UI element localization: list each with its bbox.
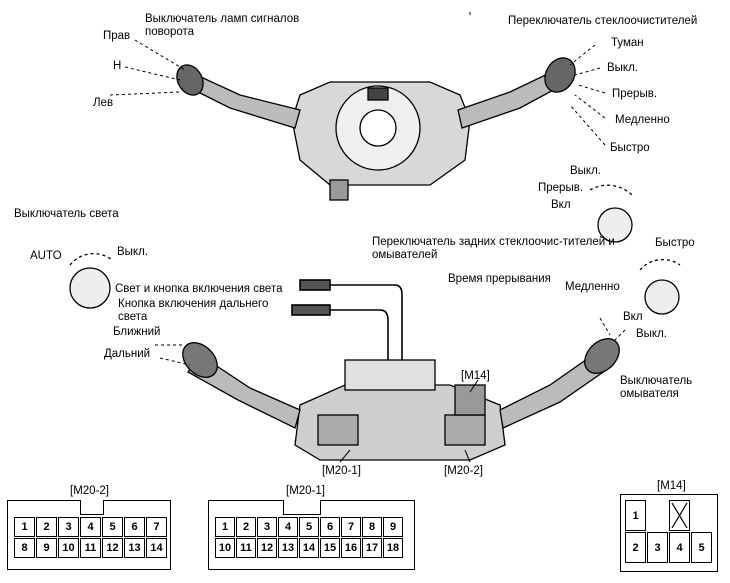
pin: 5 bbox=[691, 532, 712, 563]
m20-1-callout: [M20-1] bbox=[322, 465, 361, 477]
pin: 3 bbox=[647, 532, 668, 563]
pin: 10 bbox=[58, 538, 79, 558]
wiper-stalk bbox=[457, 57, 576, 129]
pin: 10 bbox=[215, 538, 235, 558]
bottom-switch-body bbox=[294, 359, 506, 461]
pin: 9 bbox=[36, 538, 57, 558]
pin: 4 bbox=[278, 517, 298, 537]
pin: 18 bbox=[383, 538, 403, 558]
pin: 13 bbox=[278, 538, 298, 558]
connector-m14-title: [M14] bbox=[657, 480, 686, 492]
wire-harness bbox=[291, 279, 403, 365]
pin: 4 bbox=[669, 532, 690, 563]
wiper-off-label: Выкл. bbox=[607, 62, 639, 74]
m20-2-callout: [M20-2] bbox=[444, 465, 483, 477]
washer-switch-label: Выключатель омывателя bbox=[620, 375, 693, 400]
connector-m20-1-title: [M20-1] bbox=[286, 485, 325, 497]
pin: 11 bbox=[80, 538, 101, 558]
pin: 12 bbox=[257, 538, 277, 558]
pin-empty bbox=[647, 500, 668, 531]
washer-stalk bbox=[499, 338, 620, 429]
pin: 2 bbox=[236, 517, 256, 537]
washer-on-label: Вкл bbox=[623, 311, 643, 323]
pin: 12 bbox=[102, 538, 123, 558]
fog-label: Туман bbox=[611, 37, 644, 49]
pin: 6 bbox=[124, 517, 145, 537]
interval-fast-label: Быстро bbox=[655, 237, 695, 249]
rear-intermittent-label: Прерыв. bbox=[538, 182, 584, 194]
pin: 1 bbox=[625, 500, 646, 531]
pin: 14 bbox=[146, 538, 167, 558]
pin: 13 bbox=[124, 538, 145, 558]
pin: 8 bbox=[362, 517, 382, 537]
light-switch-label: Выключатель света bbox=[14, 208, 119, 220]
connector-m20-2: 1 2 3 4 5 6 7 8 9 10 11 12 13 14 bbox=[7, 500, 171, 570]
rear-on-label: Вкл bbox=[551, 199, 571, 211]
x-mark-icon bbox=[671, 502, 688, 529]
light-off-label: Выкл. bbox=[117, 246, 149, 258]
neutral-position-label: Н bbox=[113, 60, 122, 72]
pin: 1 bbox=[14, 517, 35, 537]
pin: 5 bbox=[299, 517, 319, 537]
wiper-slow-label: Медленно bbox=[615, 114, 670, 126]
left-position-label: Лев bbox=[93, 97, 114, 109]
pin: 7 bbox=[341, 517, 361, 537]
rear-off-label: Выкл. bbox=[570, 165, 602, 177]
connector-m20-1: 1 2 3 4 5 6 7 8 9 10 11 12 13 14 15 16 1… bbox=[208, 500, 415, 570]
pin-blocked bbox=[669, 500, 690, 531]
connector-key bbox=[283, 500, 321, 515]
right-position-label: Прав bbox=[103, 30, 131, 42]
low-beam-label: Ближний bbox=[113, 326, 161, 338]
wiper-fast-label: Быстро bbox=[610, 142, 650, 154]
pin: 15 bbox=[320, 538, 340, 558]
pin: 11 bbox=[236, 538, 256, 558]
pin: 6 bbox=[320, 517, 340, 537]
connector-key bbox=[80, 500, 104, 515]
pin: 9 bbox=[383, 517, 403, 537]
auto-label: AUTO bbox=[30, 250, 62, 262]
pin: 8 bbox=[14, 538, 35, 558]
light-button-label: Свет и кнопка включения света bbox=[115, 283, 283, 295]
m14-callout: [M14] bbox=[461, 370, 490, 382]
pin: 17 bbox=[362, 538, 382, 558]
pin: 1 bbox=[215, 517, 235, 537]
turn-signal-stalk bbox=[176, 64, 301, 129]
pin: 3 bbox=[58, 517, 79, 537]
rear-wiper-knob bbox=[589, 184, 633, 243]
pin: 14 bbox=[299, 538, 319, 558]
pin-empty bbox=[691, 500, 712, 531]
high-beam-button-label: Кнопка включения дальнего света bbox=[118, 298, 269, 323]
interval-slow-label: Медленно bbox=[565, 281, 620, 293]
pin: 3 bbox=[257, 517, 277, 537]
pin: 2 bbox=[625, 532, 646, 563]
connector-m20-2-title: [M20-2] bbox=[70, 485, 109, 497]
interval-time-label: Время прерывания bbox=[448, 273, 551, 285]
pin: 4 bbox=[80, 517, 101, 537]
rear-wiper-switch-label: Переключатель задних стеклоочис-тителей … bbox=[372, 236, 615, 261]
headlight-stalk bbox=[182, 342, 301, 429]
washer-off-label: Выкл. bbox=[636, 328, 668, 340]
turn-signal-switch-label: Выключатель ламп сигналов поворота bbox=[145, 13, 300, 38]
pin: 16 bbox=[341, 538, 361, 558]
pin: 7 bbox=[146, 517, 167, 537]
high-beam-label: Дальний bbox=[104, 348, 151, 360]
wiper-intermittent-label: Прерыв. bbox=[612, 88, 658, 100]
light-switch-knob bbox=[69, 253, 113, 309]
pin: 2 bbox=[36, 517, 57, 537]
interval-knob bbox=[639, 258, 681, 315]
pin: 5 bbox=[102, 517, 123, 537]
wiper-switch-label: Переключатель стеклоочистителей bbox=[508, 15, 698, 27]
top-switch-body bbox=[291, 81, 471, 201]
connector-m14: 1 2 3 4 5 bbox=[620, 494, 718, 572]
